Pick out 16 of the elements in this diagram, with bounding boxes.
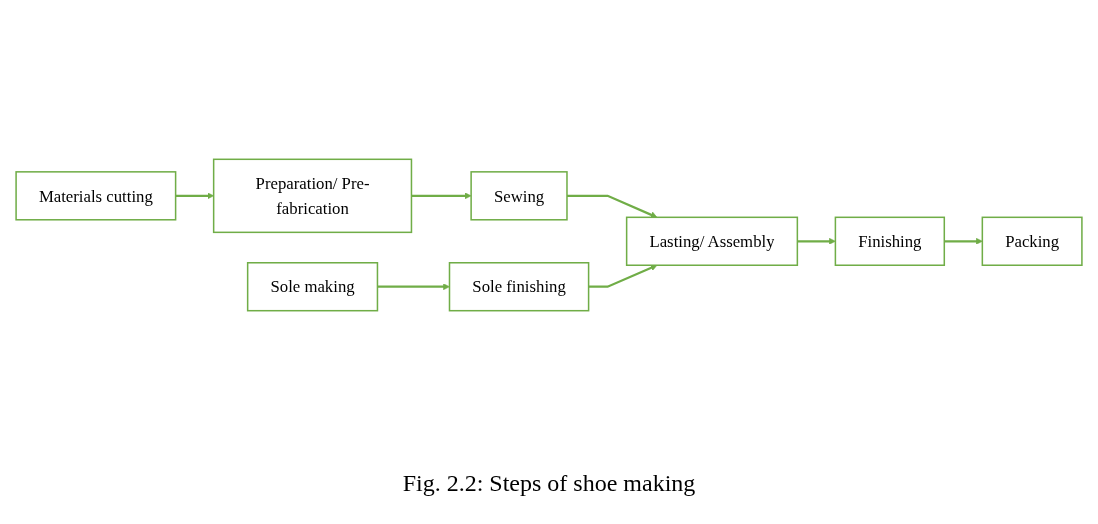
node-box: Materials cutting	[15, 171, 177, 221]
node-box: Preparation/ Pre-fabrication	[212, 158, 413, 234]
arrow	[797, 237, 836, 245]
arrow	[175, 192, 214, 200]
arrow	[588, 264, 658, 288]
node-box: Sole making	[246, 262, 379, 312]
node-box: Sole finishing	[448, 262, 590, 312]
node-box: Finishing	[834, 216, 946, 266]
arrow	[377, 283, 450, 291]
node-box: Lasting/ Assembly	[625, 216, 799, 266]
arrow	[944, 237, 983, 245]
arrow	[567, 194, 658, 218]
arrow	[411, 192, 472, 200]
node-box: Packing	[981, 216, 1083, 266]
node-box: Sewing	[470, 171, 568, 221]
figure-caption: Fig. 2.2: Steps of shoe making	[402, 470, 696, 497]
